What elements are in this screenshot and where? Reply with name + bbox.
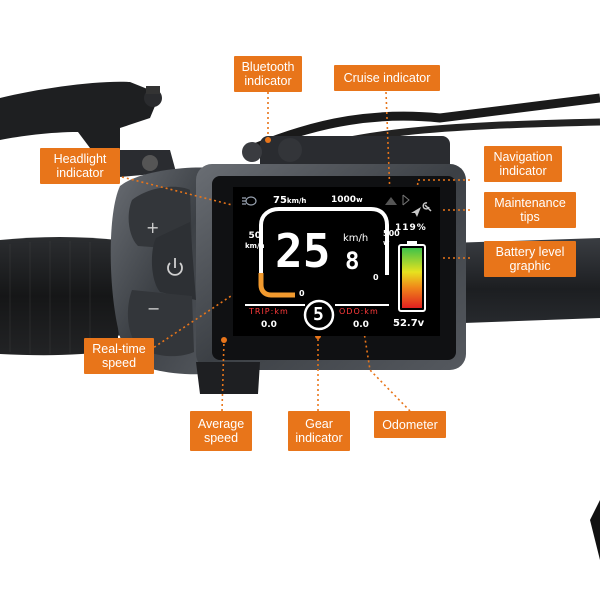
grip [0,237,118,356]
callout-bluetooth: Bluetooth indicator [234,56,302,92]
callout-odometer: Odometer [374,411,446,438]
speed-arc [259,207,389,287]
minus-icon: − [147,299,160,318]
speed-top-label: 75km/h [273,195,307,206]
callout-maintenance: Maintenance tips [484,192,576,228]
voltage-value: 52.7v [393,318,425,329]
headlight-icon [242,196,257,206]
mount-clamp [260,136,450,172]
odo-value: 0.0 [353,320,369,330]
wrench-icon [422,202,432,212]
lever-clamp [104,150,176,178]
power-top-label: 1000w [331,195,363,205]
callout-gear: Gear indicator [288,411,350,451]
odo-label: ODO:km [339,307,379,316]
battery-icon [398,241,426,312]
bluetooth-icon [402,194,410,206]
power-icon [167,258,183,276]
speed-value-main: 25 [275,224,331,278]
callout-cruise: Cruise indicator [334,65,440,91]
lcd-graphics [242,194,432,331]
gear-ring [303,299,335,331]
housing-base [196,362,260,394]
gear-value: 5 [313,304,324,325]
speed-zero: 0 [299,289,305,298]
callout-headlight: Headlight indicator [40,148,120,184]
battery-fill [402,248,422,308]
power-button-body [151,222,196,300]
callout-battery-graphic: Battery level graphic [484,241,576,277]
navigation-icon [411,207,421,217]
battery-percent: 119% [395,223,427,233]
speed-unit: km/h [343,233,369,244]
speed-arc-progress [258,273,295,298]
callout-average-speed: Average speed [190,411,252,451]
cruise-icon [385,197,397,205]
power-zero: 0 [373,273,379,282]
callout-realtime-speed: Real-time speed [84,338,154,374]
plus-icon: + [146,218,159,237]
trip-label: TRIP:km [249,307,289,316]
trip-value: 0.0 [261,320,277,330]
brake-lever [0,81,160,156]
callout-navigation: Navigation indicator [484,146,562,182]
grip-texture [9,241,91,354]
speed-value-decimal: 8 [345,247,360,275]
